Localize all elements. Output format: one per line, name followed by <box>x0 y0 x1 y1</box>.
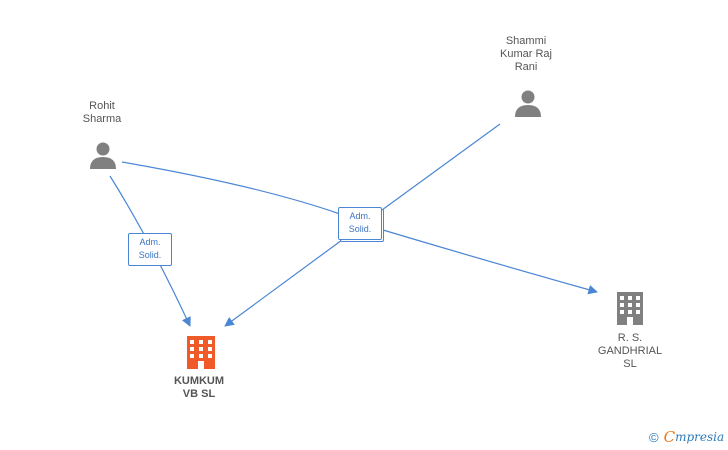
edge-label-adm-solid[interactable]: Adm. Solid. <box>128 233 172 266</box>
edge-shammi-to-hub <box>381 123 501 211</box>
person-label-shammi[interactable]: Shammi Kumar Raj Rani <box>500 35 552 73</box>
building-icon[interactable] <box>616 290 644 326</box>
edge-hub-to-kumkum <box>224 239 343 327</box>
person-icon[interactable] <box>88 140 118 170</box>
edge-label-adm-solid-hub[interactable]: Adm. Solid. <box>338 207 382 240</box>
empresia-watermark: © C mpresia <box>649 428 724 446</box>
edge-rohit-to-hub <box>121 161 341 215</box>
brand-name: mpresia <box>675 430 725 444</box>
copyright-symbol: © <box>649 429 659 445</box>
building-icon[interactable] <box>186 334 216 370</box>
brand-first-letter: C <box>663 428 676 446</box>
company-label-gandhrial[interactable]: R. S. GANDHRIAL SL <box>597 332 663 370</box>
person-icon[interactable] <box>513 88 543 118</box>
company-label-kumkum[interactable]: KUMKUM VB SL <box>173 375 225 400</box>
person-label-rohit[interactable]: Rohit Sharma <box>82 100 122 125</box>
edge-hub-to-gandhrial <box>382 229 598 295</box>
